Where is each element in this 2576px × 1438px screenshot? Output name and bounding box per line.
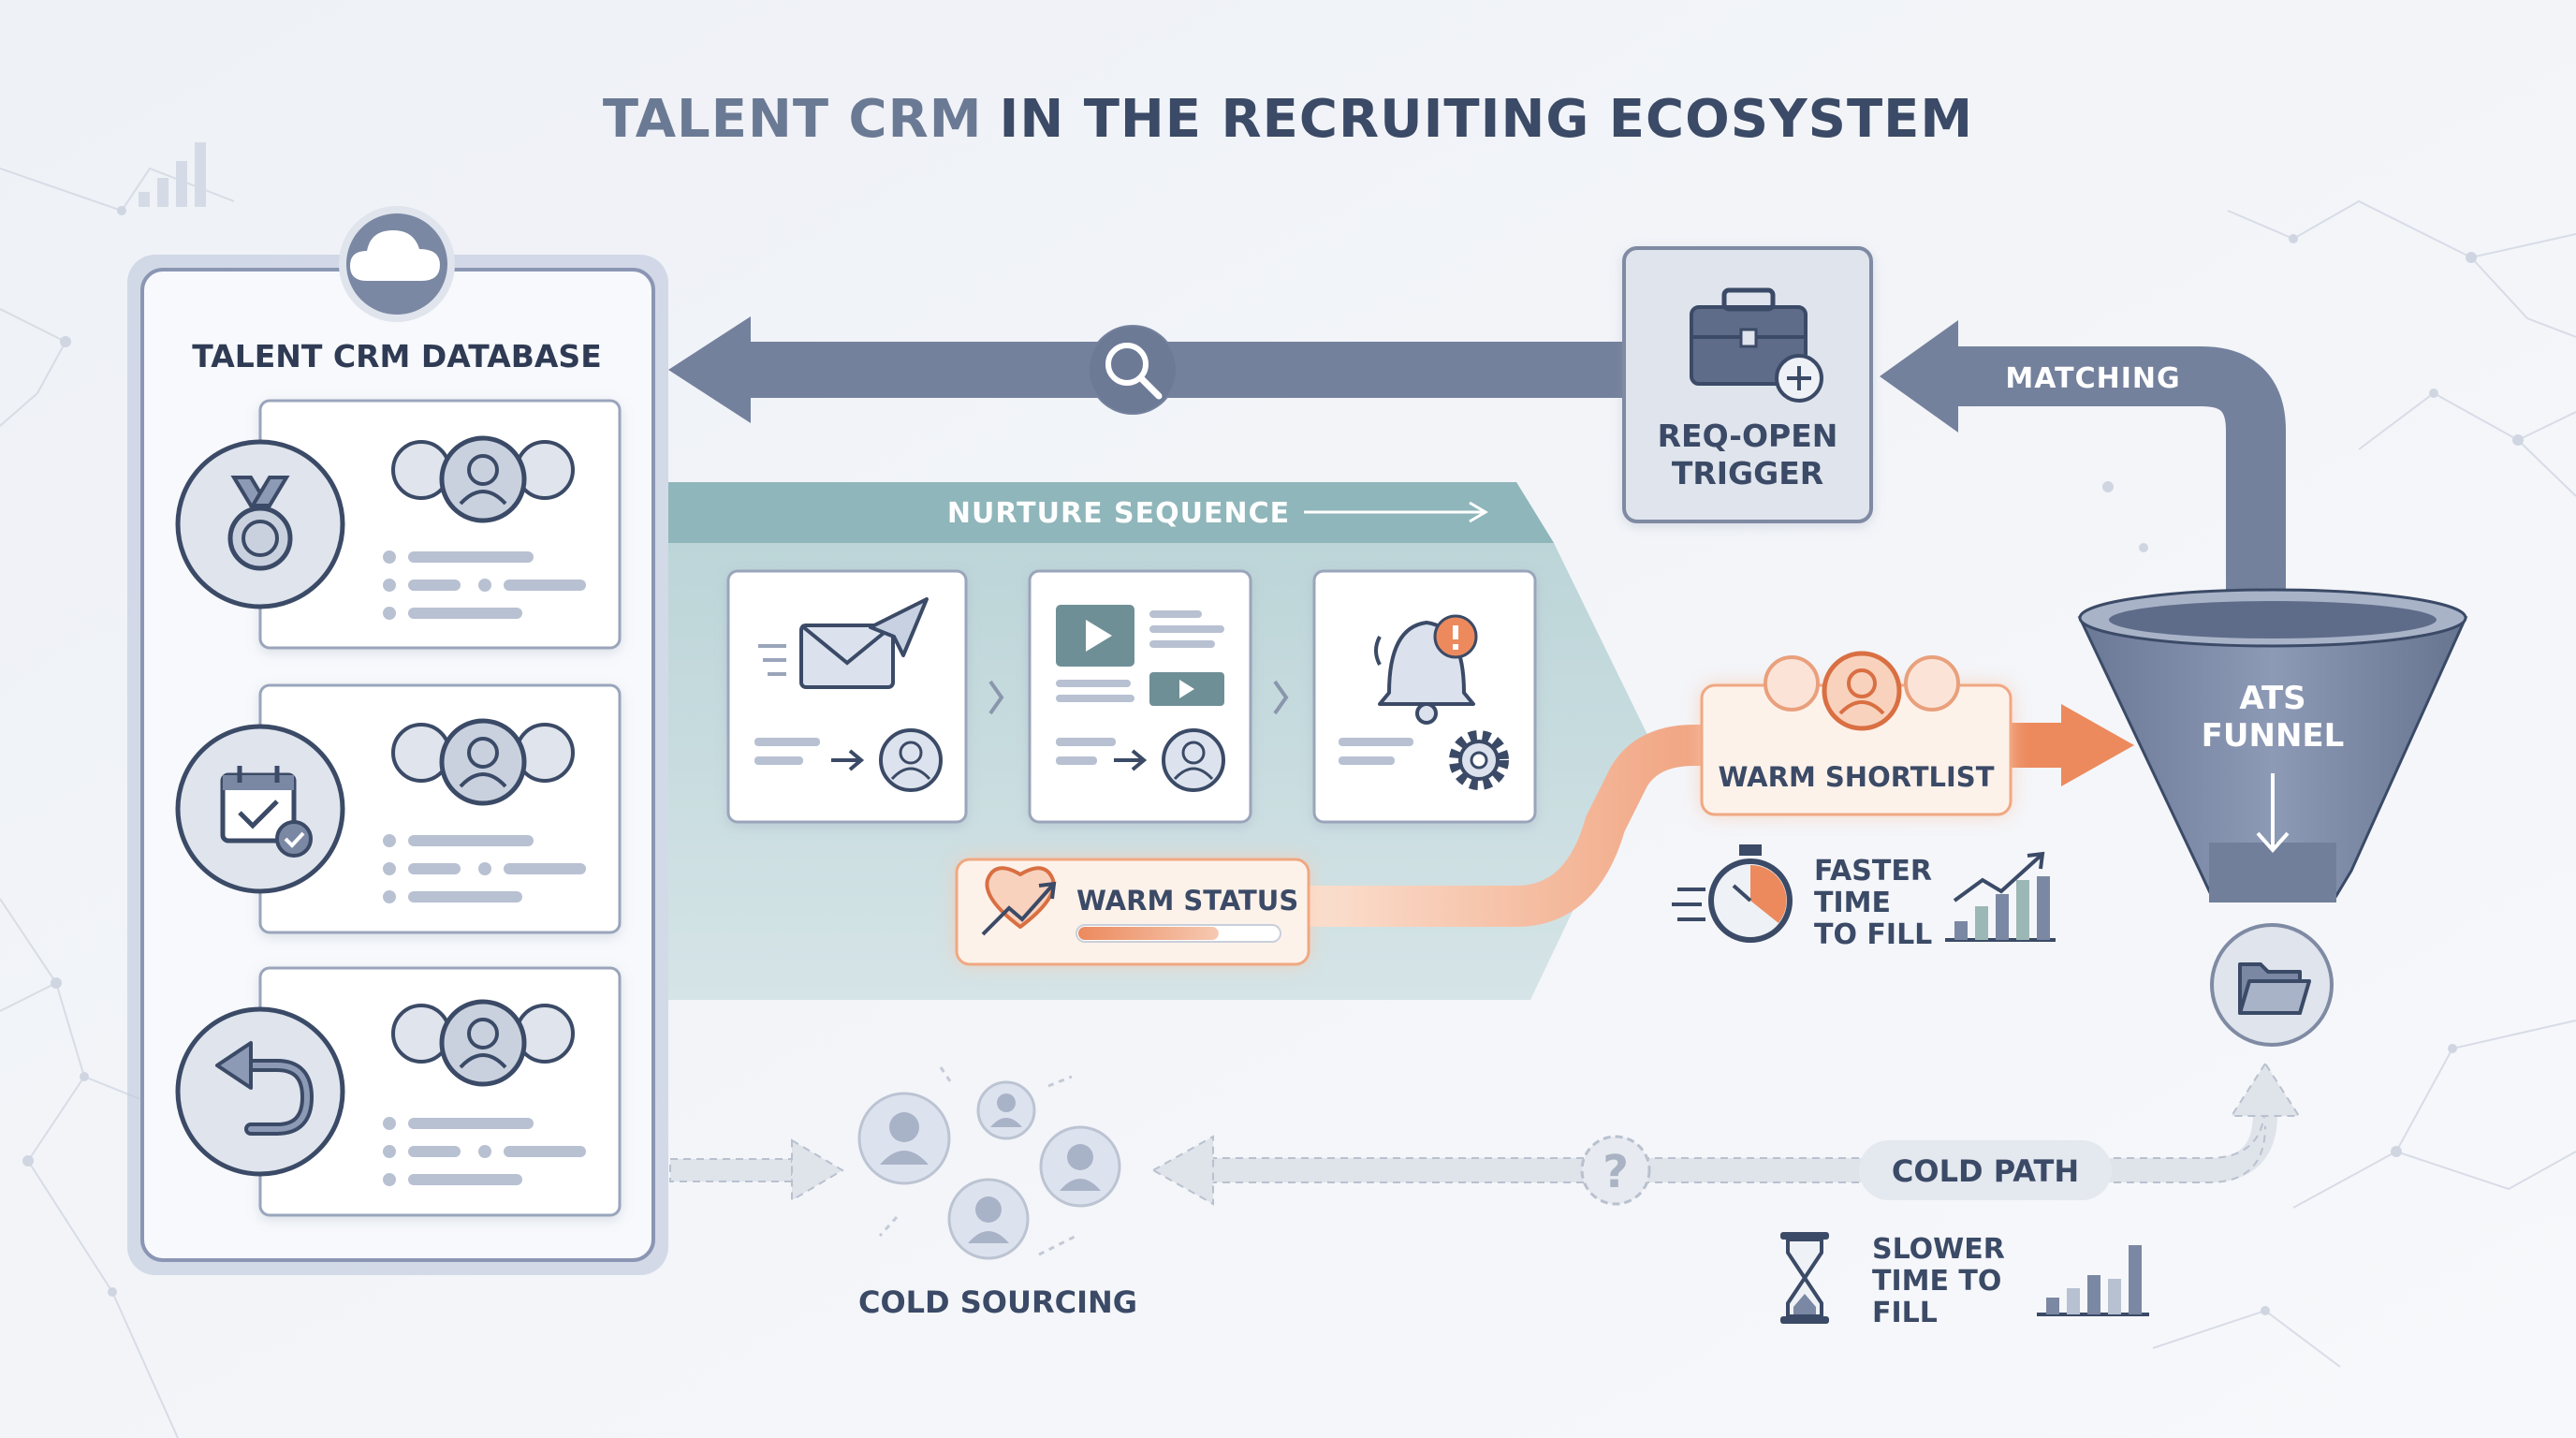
rising-bars-icon [1945,851,2056,942]
req-open-trigger: REQ-OPEN TRIGGER [1622,246,1873,523]
warm-shortlist-label: WARM SHORTLIST [1719,761,1995,793]
cold-path-arrow [1150,1062,2301,1206]
req-open-label-line2: TRIGGER [1672,455,1823,492]
search-icon [1088,325,1178,415]
matching-arrow [1880,320,2286,609]
cold-sourcing-label: COLD SOURCING [858,1284,1137,1320]
arrow-down-icon [2256,773,2290,854]
ats-label-line1: ATS [2239,680,2305,717]
candidate-avatar-icon [976,1080,1036,1140]
crm-record [175,683,622,934]
gear-icon [1449,730,1509,790]
candidate-group-icon [391,718,575,806]
bell-alert-icon [1374,614,1478,725]
candidate-avatar-icon [879,728,943,792]
slower-line2: TIME TO [1872,1265,2001,1298]
ats-funnel: ATS FUNNEL [2077,588,2468,902]
nurture-header [668,482,1554,543]
warm-status-fill [1078,927,1219,940]
nurture-step-email [726,569,968,824]
calendar-check-icon [220,766,313,858]
nurture-title: NURTURE SEQUENCE [947,497,1290,530]
candidate-avatar-icon [1039,1125,1121,1208]
nurture-step-video [1028,569,1252,824]
decorative-bars-icon [139,142,206,207]
candidate-avatar-icon [947,1178,1030,1260]
candidate-group-icon [1764,651,1960,731]
step-chevron-icon [1273,680,1289,715]
warm-path-arrowhead [2061,704,2134,786]
cold-path-pill [1859,1140,2112,1200]
candidate-avatar-icon [1162,728,1225,792]
hourglass-icon [1780,1232,1829,1324]
cold-sourcing-candidates [857,1066,1121,1260]
crm-record [175,399,622,650]
faster-line2: TIME [1814,887,1891,919]
medal-icon [227,476,293,571]
question-icon: ? [1580,1135,1651,1206]
return-arrow-track [668,316,1629,423]
req-open-label-line1: REQ-OPEN [1658,418,1838,454]
slower-line1: SLOWER [1872,1233,2005,1266]
bars-icon [2037,1245,2149,1316]
nurture-arrow-icon [1304,501,1488,523]
warm-status-label: WARM STATUS [1076,885,1298,917]
stopwatch-fast-icon [1672,844,1793,943]
warm-shortlist-card: WARM SHORTLIST [1700,651,2012,816]
return-arrow-icon [215,1041,315,1136]
faster-line3: TO FILL [1814,918,1932,951]
decorative-nodes [22,206,2524,1315]
faster-line1: FASTER [1814,855,1932,888]
folder-icon [2210,923,2334,1047]
warm-path [1306,725,1872,927]
candidate-avatar-icon [857,1092,951,1185]
slower-line3: FILL [1872,1297,1938,1329]
cold-sourcing-arrow [669,1138,844,1202]
step-chevron-icon [988,680,1004,715]
warm-status-card: WARM STATUS [955,858,1310,966]
cold-path-label: COLD PATH [1892,1153,2079,1189]
matching-label: MATCHING [2005,362,2180,395]
video-content-icon [1056,605,1224,706]
crm-database-title: TALENT CRM DATABASE [192,338,602,374]
nurture-step-alert [1312,569,1537,824]
ats-label-line2: FUNNEL [2202,717,2345,755]
heart-trend-icon [981,866,1057,936]
email-send-icon [758,597,929,689]
candidate-group-icon [391,999,575,1087]
candidate-group-icon [391,435,575,523]
crm-record [175,966,622,1217]
svg-text:?: ? [1603,1146,1629,1198]
cloud-icon [350,230,440,281]
briefcase-add-icon [1690,287,1823,403]
